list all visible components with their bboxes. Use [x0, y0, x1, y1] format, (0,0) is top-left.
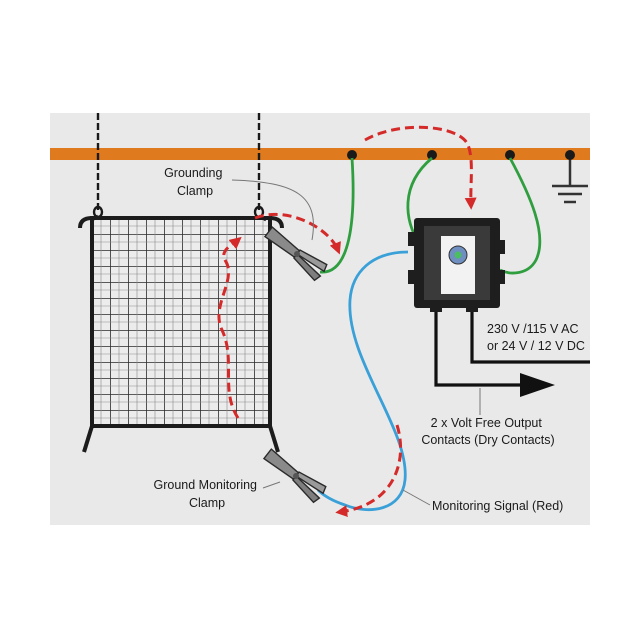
grounding-clamp	[263, 226, 328, 282]
monitoring-clamp-label: Ground Monitoring Clamp	[153, 478, 260, 510]
signal-arrow-clamp	[254, 212, 341, 255]
output-cable	[434, 310, 525, 387]
blue-monitoring-wire	[317, 250, 409, 512]
ground-monitoring-clamp	[262, 448, 327, 504]
monitoring-signal-label: Monitoring Signal (Red)	[432, 499, 563, 513]
output-contacts-label: 2 x Volt Free Output Contacts (Dry Conta…	[421, 416, 554, 447]
signal-arrow-drum	[217, 236, 242, 419]
supply-voltage-label: 230 V /115 V AC or 24 V / 12 V DC	[487, 322, 585, 353]
monitor-box	[408, 218, 505, 312]
leader-grounding-clamp	[231, 179, 314, 241]
grounding-clamp-label: Grounding Clamp	[164, 166, 226, 198]
supply-cable	[470, 310, 590, 364]
output-arrow-icon	[520, 373, 555, 397]
status-indicator-icon	[448, 245, 468, 265]
monitor-cables	[434, 310, 590, 387]
leader-monitoring-clamp	[262, 481, 281, 489]
leader-lines	[231, 179, 481, 506]
bar-connection-points	[347, 150, 575, 160]
hanging-chains	[92, 113, 265, 219]
green-wire-grounding-clamp	[319, 157, 355, 274]
signal-arrow-return	[335, 424, 402, 518]
green-wire-monitor-right	[499, 157, 542, 275]
leader-signal	[402, 489, 431, 506]
signal-arrow-top	[364, 125, 477, 210]
drum-mesh-object	[78, 214, 284, 453]
monitoring-signal-arrows	[217, 125, 477, 518]
ground-bar	[50, 148, 590, 160]
